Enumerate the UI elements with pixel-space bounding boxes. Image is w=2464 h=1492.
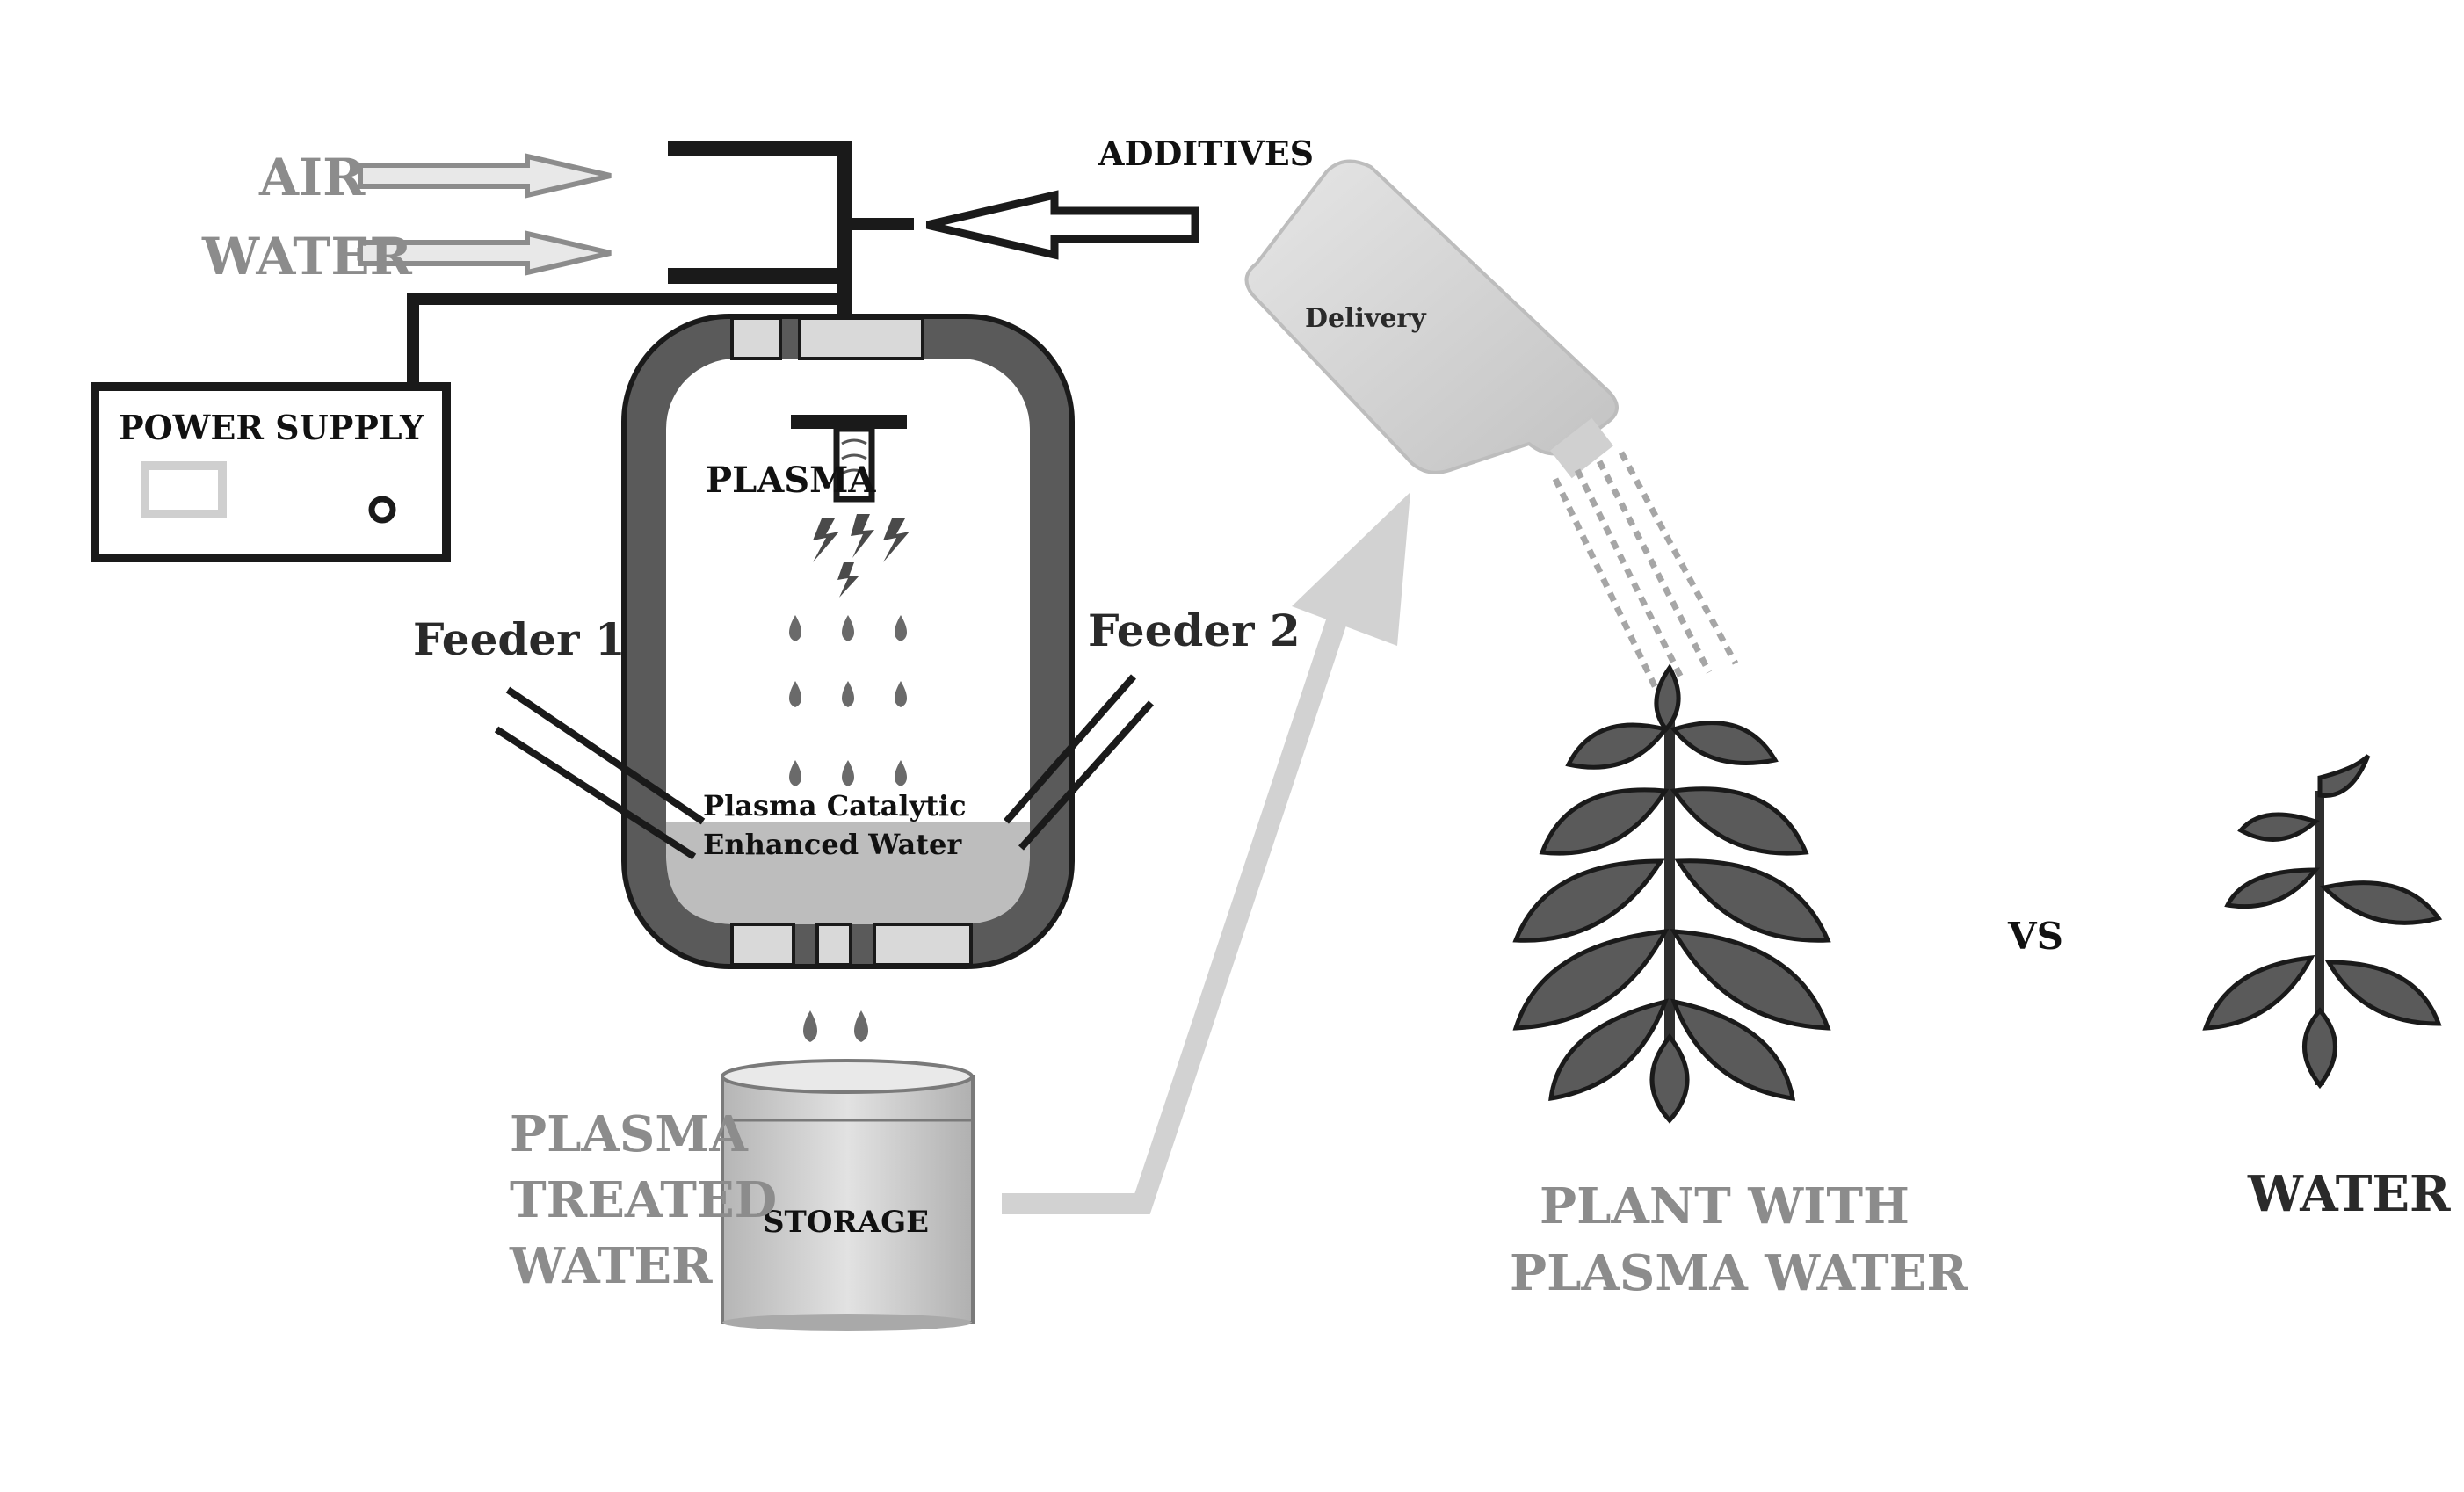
treated-water-line2: TREATED [510,1171,777,1229]
storage-droplets [803,1010,868,1042]
water-stream [1555,453,1736,690]
plasma-label: PLASMA [706,460,876,501]
plant-large [1516,668,1828,1120]
plant-water-label: WATER [2247,1165,2451,1223]
delivery-label: Delivery [1305,303,1427,334]
plant-small [2206,756,2439,1085]
air-label: AIR [258,148,366,207]
enhanced-water-line2: Enhanced Water [703,828,962,861]
plant-plasma-line2: PLASMA WATER [1510,1244,1968,1302]
treated-water-line3: WATER [509,1237,713,1295]
additives-label: ADDITIVES [1098,134,1314,173]
power-supply-label: POWER SUPPLY [119,408,424,447]
storage-label: STORAGE [763,1205,929,1240]
feeder-2-label: Feeder 2 [1088,605,1301,656]
feeder-1-label: Feeder 1 [413,613,626,665]
water-inlet-label: WATER [201,227,413,286]
delivery-bottle [1247,162,1617,479]
additives-arrow [927,195,1195,255]
air-inlet-arrow [360,156,611,195]
vs-label: VS [2007,915,2063,958]
plant-plasma-line1: PLANT WITH [1540,1177,1910,1235]
enhanced-water-line1: Plasma Catalytic [703,789,967,822]
treated-water-line1: PLASMA [510,1105,749,1163]
